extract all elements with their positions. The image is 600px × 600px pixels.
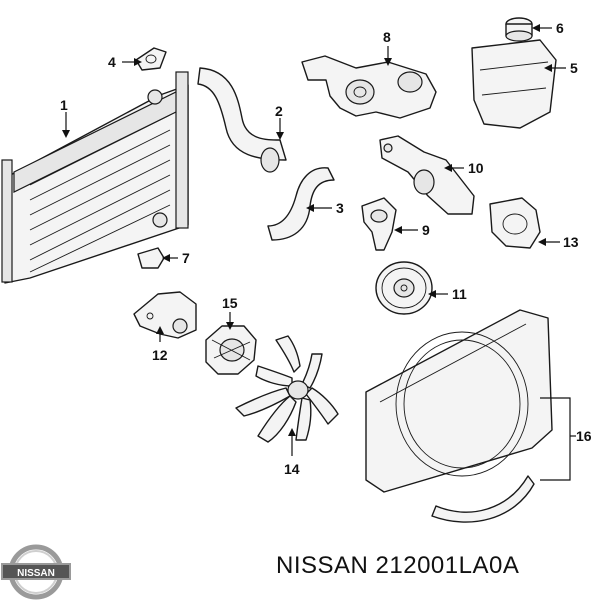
cooling-fan <box>235 335 339 443</box>
callout-6: 6 <box>556 20 564 36</box>
part-number-label: NISSAN 212001LA0A <box>276 552 520 579</box>
upper-hose <box>197 67 287 173</box>
callout-12: 12 <box>152 347 168 363</box>
svg-text:NISSAN: NISSAN <box>17 568 55 579</box>
reservoir-tank <box>471 39 557 129</box>
pump-gasket <box>489 197 541 249</box>
nissan-logo: NISSAN <box>1 544 71 600</box>
pump-bracket <box>133 291 197 339</box>
radiator <box>1 71 189 284</box>
fan-shroud <box>365 309 553 523</box>
callout-9: 9 <box>422 222 430 238</box>
gasket-4 <box>135 47 167 71</box>
thermostat-housing <box>301 55 437 119</box>
callout-3: 3 <box>336 200 344 216</box>
temp-switch <box>137 247 165 269</box>
callout-2: 2 <box>275 103 283 119</box>
callout-10: 10 <box>468 160 484 176</box>
callout-14: 14 <box>284 461 300 477</box>
reservoir-cap <box>505 17 533 42</box>
callout-13: 13 <box>563 234 579 250</box>
callout-8: 8 <box>383 29 391 45</box>
callout-15: 15 <box>222 295 238 311</box>
callout-5: 5 <box>570 60 578 76</box>
leader-lines <box>62 24 576 481</box>
thermostat <box>361 197 397 251</box>
lower-hose <box>267 167 335 241</box>
callout-7: 7 <box>182 250 190 266</box>
callout-4: 4 <box>108 54 116 70</box>
pulley <box>375 261 433 315</box>
water-pump <box>205 325 257 375</box>
water-outlet-pipe <box>379 135 475 215</box>
callout-numbers: 1 2 3 4 5 6 7 8 10 9 11 12 13 14 15 16 <box>60 20 592 477</box>
callout-1: 1 <box>60 97 68 113</box>
callout-11: 11 <box>452 286 467 302</box>
callout-16: 16 <box>576 428 592 444</box>
